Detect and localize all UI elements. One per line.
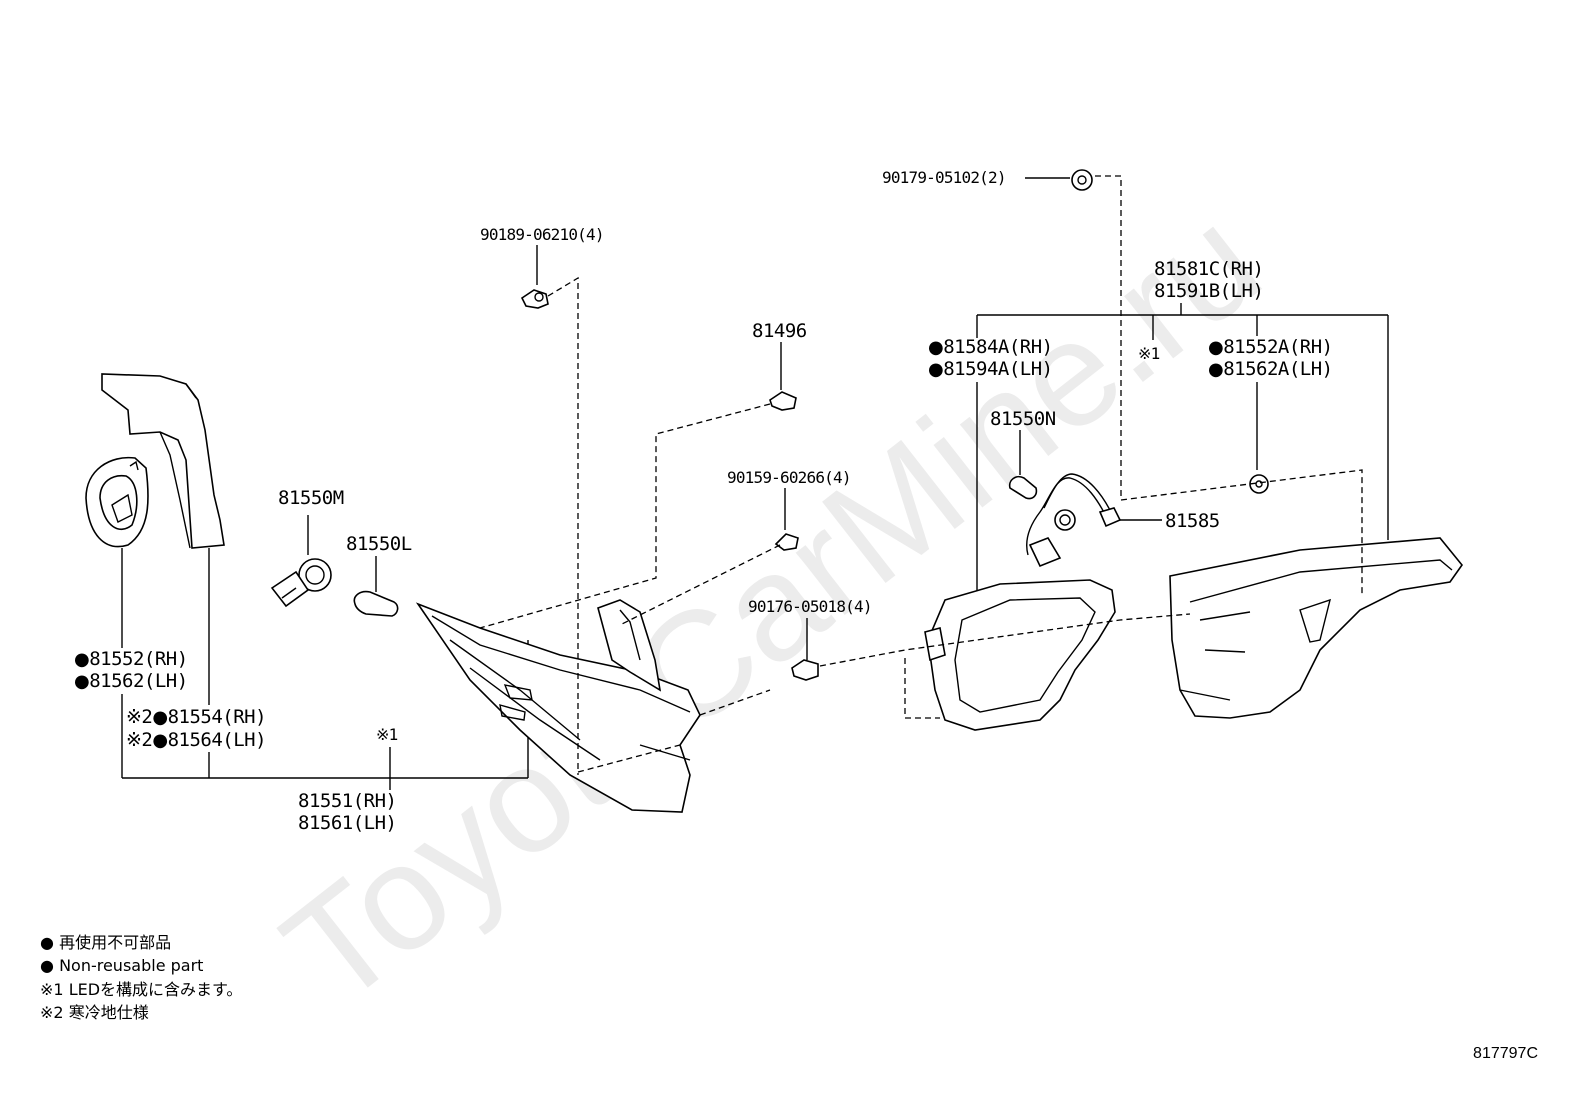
tail-lamp-inner <box>1169 537 1464 719</box>
clip-81496 <box>769 342 797 411</box>
bulb-81550l <box>353 590 399 617</box>
label-81552a: ●81552A(RH) <box>1208 336 1333 358</box>
wire-harness-81585 <box>1026 473 1122 568</box>
assembly-lines-left <box>479 276 781 775</box>
screw-90189 <box>520 245 549 309</box>
legend-nonreusable-jp: ● 再使用不可部品 <box>40 933 172 952</box>
label-81496: 81496 <box>752 320 807 342</box>
diagram-code: 817797C <box>1473 1045 1538 1062</box>
label-81550n: 81550N <box>990 408 1056 430</box>
label-90189: 90189-06210(4) <box>480 225 604 244</box>
legend-note2: ※2 寒冷地仕様 <box>40 1003 149 1022</box>
label-81591b: 81591B(LH) <box>1154 280 1264 302</box>
legend-note1: ※1 LEDを構成に含みます。 <box>40 980 243 999</box>
nonreusable-mark: ● <box>928 359 944 380</box>
nonreusable-mark: ● <box>1208 337 1224 358</box>
label-81581c: 81581C(RH) <box>1154 258 1264 280</box>
tail-lamp-outer <box>415 599 701 813</box>
screw-90159 <box>774 488 799 551</box>
nonreusable-mark: ● <box>928 337 944 358</box>
gasket-81552a <box>1249 474 1269 494</box>
nut-90176 <box>791 618 819 681</box>
label-90176: 90176-05018(4) <box>748 597 872 616</box>
cover-81554 <box>101 373 225 549</box>
nonreusable-mark: ● <box>74 671 90 692</box>
leader-lines-right <box>976 303 1389 595</box>
assembly-lines-right <box>819 175 1363 719</box>
label-81562: ●81562(LH) <box>74 670 188 692</box>
label-90159: 90159-60266(4) <box>727 468 851 487</box>
label-81550l: 81550L <box>346 533 412 555</box>
socket-81550m <box>270 558 332 608</box>
label-81564: ※2●81564(LH) <box>126 729 267 751</box>
parts-diagram <box>85 169 1464 813</box>
note1-mark-left: ※1 <box>376 725 398 744</box>
label-81552: ●81552(RH) <box>74 648 188 670</box>
nonreusable-mark: ● <box>152 707 168 728</box>
label-81594a: ●81594A(LH) <box>928 358 1053 380</box>
bulb-81550n <box>1008 475 1038 500</box>
note2-mark: ※2 <box>126 706 153 728</box>
label-81550m: 81550M <box>278 487 344 509</box>
label-81554: ※2●81554(RH) <box>126 706 267 728</box>
label-81585: 81585 <box>1165 510 1220 532</box>
label-81562a: ●81562A(LH) <box>1208 358 1333 380</box>
label-90179: 90179-05102(2) <box>882 168 1006 187</box>
nut-90179 <box>1025 169 1093 191</box>
nonreusable-mark: ● <box>74 649 90 670</box>
gasket-81552 <box>85 456 149 548</box>
legend-nonreusable-en: ● Non-reusable part <box>40 956 204 975</box>
note1-mark-right: ※1 <box>1138 344 1160 363</box>
label-81561: 81561(LH) <box>298 812 397 834</box>
label-81551: 81551(RH) <box>298 790 397 812</box>
gasket-81584a <box>924 579 1116 731</box>
note2-mark: ※2 <box>126 729 153 751</box>
nonreusable-mark: ● <box>152 730 168 751</box>
nonreusable-mark: ● <box>1208 359 1224 380</box>
label-81584a: ●81584A(RH) <box>928 336 1053 358</box>
